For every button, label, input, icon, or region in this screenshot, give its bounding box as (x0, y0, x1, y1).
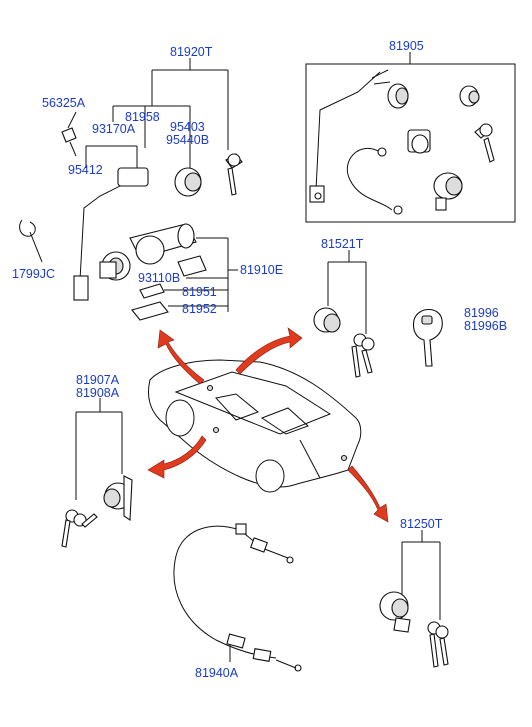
label-81996B: 81996B (464, 319, 507, 333)
label-81521T: 81521T (321, 237, 364, 251)
label-81908A: 81908A (76, 386, 120, 400)
arrow-to-tailgate-lock (347, 465, 389, 523)
front-lock-81907A (61, 398, 133, 548)
label-93110B: 93110B (138, 271, 180, 285)
label-81920T: 81920T (170, 45, 213, 59)
arrow-to-front-lock (147, 435, 207, 479)
label-56325A: 56325A (42, 96, 86, 110)
label-95412: 95412 (68, 163, 103, 177)
arrow-to-door-lock (235, 327, 303, 375)
callout-arrows (147, 327, 389, 523)
label-81952: 81952 (182, 302, 217, 316)
label-95440B: 95440B (166, 133, 209, 147)
label-81996: 81996 (464, 306, 499, 320)
label-81958: 81958 (125, 110, 160, 124)
tailgate-lock-81250T (379, 530, 449, 668)
label-81907A: 81907A (76, 373, 120, 387)
label-81940A: 81940A (195, 666, 239, 680)
label-81910E: 81910E (240, 263, 283, 277)
release-cable-81940A (173, 523, 302, 672)
label-93170A: 93170A (92, 122, 136, 136)
label-95403: 95403 (170, 120, 205, 134)
label-81905: 81905 (389, 39, 424, 53)
vehicle-outline (147, 359, 362, 493)
arrow-to-ignition (157, 329, 205, 385)
kit-81905 (305, 52, 516, 223)
label-81250T: 81250T (400, 517, 443, 531)
ignition-group (19, 58, 243, 321)
label-81951: 81951 (182, 285, 217, 299)
door-lock-81521T (313, 250, 375, 378)
label-1799JC: 1799JC (12, 267, 55, 281)
key-blank-81996 (412, 308, 443, 367)
